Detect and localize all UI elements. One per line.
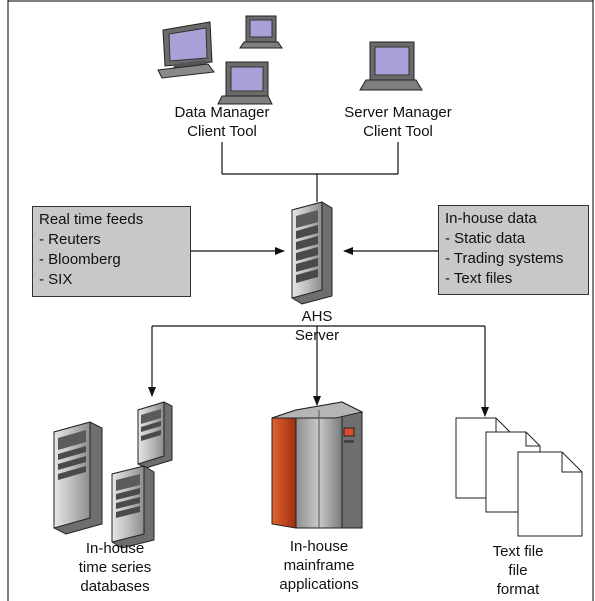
inhouse-data-title: In-house data (445, 210, 537, 227)
textfile-line2: file (508, 562, 528, 579)
feed-item: - SIX (39, 271, 73, 288)
server-tower-icon (291, 201, 333, 305)
mainframe-line3: applications (279, 576, 359, 593)
inhouse-item: - Text files (445, 270, 513, 287)
document-icon (517, 451, 583, 537)
feed-item: - Bloomberg (39, 251, 121, 268)
server-tower-icon (137, 401, 173, 469)
server-sub: Server (294, 327, 340, 344)
databases-line1: In-house (85, 540, 145, 557)
data-manager-label: Data Manager Client Tool (142, 103, 302, 141)
server-tower-icon (111, 465, 155, 549)
mainframe-icon (271, 401, 364, 529)
computer-icon (157, 21, 215, 79)
server-manager-line2: Client Tool (363, 123, 433, 140)
databases-label: In-house time series databases (40, 539, 190, 596)
realtime-feeds-box: Real time feeds - Reuters - Bloomberg - … (32, 206, 191, 297)
inhouse-item: - Trading systems (445, 250, 564, 267)
server-name: AHS (301, 308, 333, 325)
databases-line3: databases (80, 578, 150, 595)
server-manager-line1: Server Manager (344, 104, 452, 121)
inhouse-data-box: In-house data - Static data - Trading sy… (438, 205, 589, 295)
textfile-line1: Text file (492, 543, 544, 560)
databases-line2: time series (78, 559, 152, 576)
textfile-line3: format (496, 581, 540, 598)
mainframe-line2: mainframe (283, 557, 355, 574)
mainframe-line1: In-house (289, 538, 349, 555)
data-manager-line2: Client Tool (187, 123, 257, 140)
server-tower-icon (53, 421, 103, 535)
mainframe-label: In-house mainframe applications (244, 537, 394, 594)
computer-icon (359, 41, 423, 91)
computer-icon (217, 61, 273, 105)
realtime-feeds-title: Real time feeds (39, 211, 144, 228)
computer-icon (239, 15, 283, 49)
server-manager-label: Server Manager Client Tool (318, 103, 478, 141)
textfile-label: Text file file format (448, 542, 588, 599)
feed-item: - Reuters (39, 231, 101, 248)
inhouse-item: - Static data (445, 230, 526, 247)
ahs-server-label: AHS Server (267, 307, 367, 345)
data-manager-line1: Data Manager (174, 104, 270, 121)
